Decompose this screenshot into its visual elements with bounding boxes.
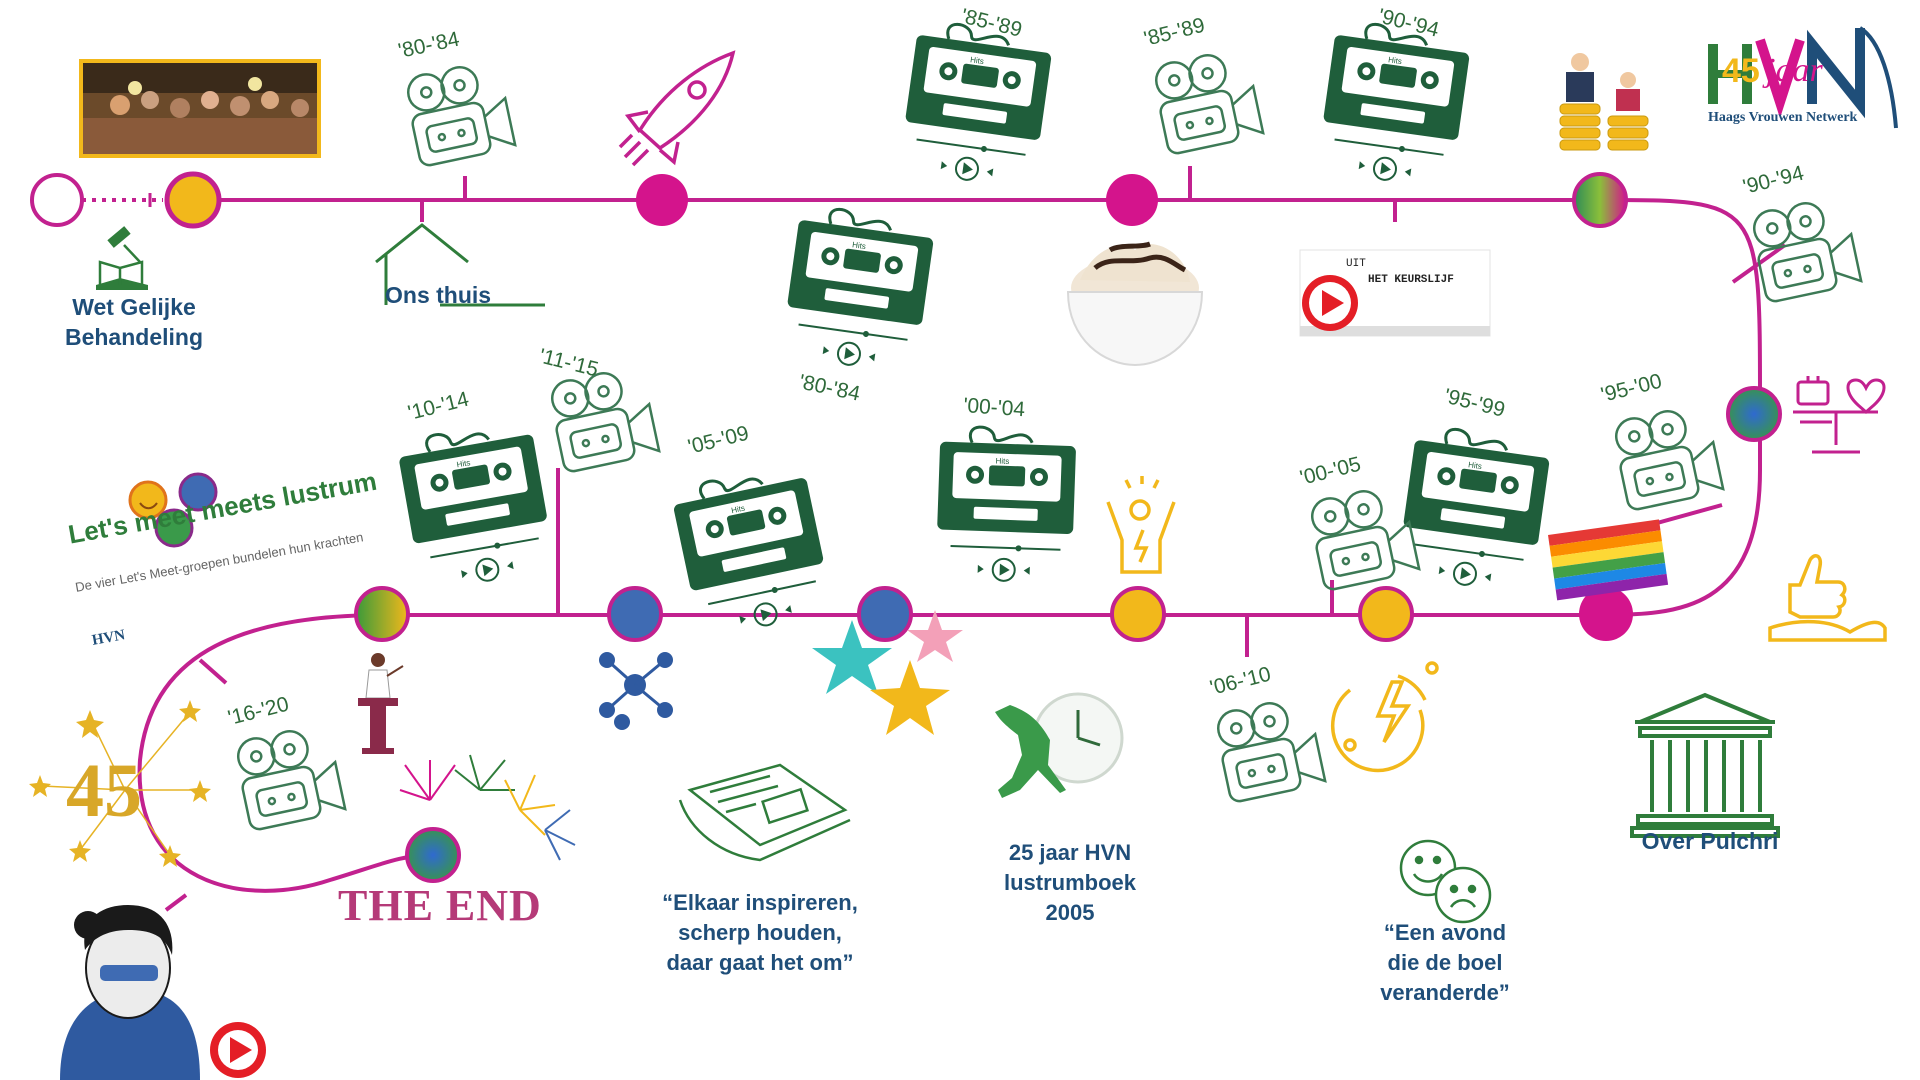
house-icon bbox=[375, 223, 545, 307]
cassette-label: Hits bbox=[852, 240, 867, 251]
cassette-label: Hits bbox=[995, 456, 1009, 465]
node-2016[interactable] bbox=[607, 586, 663, 642]
cassette-00-04[interactable]: Hits bbox=[927, 417, 1093, 592]
cassette-95-99[interactable]: Hits bbox=[1387, 415, 1569, 606]
node-2000[interactable] bbox=[1726, 386, 1782, 442]
group-photo[interactable] bbox=[79, 59, 321, 158]
cassette-80-84[interactable]: Hits bbox=[771, 195, 953, 386]
gold-45-badge bbox=[29, 700, 211, 867]
pay-gap-icon bbox=[1559, 53, 1649, 151]
label-ons-thuis[interactable]: Ons thuis bbox=[385, 282, 492, 308]
node-2015[interactable] bbox=[857, 586, 913, 642]
cassette-10-14[interactable]: Hits bbox=[386, 407, 573, 602]
node-2025[interactable] bbox=[405, 827, 461, 883]
node-2020[interactable] bbox=[354, 586, 410, 642]
label-elkaar-inspireren[interactable]: “Elkaar inspireren, scherp houden, daar … bbox=[662, 890, 858, 975]
rocket-icon bbox=[618, 50, 736, 167]
hvn-logo-org: Haags Vrouwen Netwerk bbox=[1708, 110, 1858, 125]
camera-00-05[interactable] bbox=[1296, 477, 1430, 604]
balance-icon bbox=[1793, 376, 1886, 454]
camera-16-20[interactable] bbox=[222, 717, 356, 844]
pulchri-building-icon bbox=[1630, 692, 1780, 838]
cassette-85-89[interactable]: Hits bbox=[889, 10, 1071, 201]
starfish-icon bbox=[812, 610, 963, 735]
woman-illustration bbox=[60, 905, 200, 1080]
speaker-icon bbox=[358, 653, 404, 754]
node-start bbox=[30, 173, 84, 227]
node-2010[interactable] bbox=[1110, 586, 1166, 642]
network-icon bbox=[599, 652, 673, 730]
era-00-04: '00-'04 bbox=[963, 394, 1027, 421]
play-button-bottom[interactable] bbox=[210, 1022, 266, 1078]
cassette-05-09[interactable]: Hits bbox=[660, 450, 852, 650]
label-een-avond[interactable]: “Een avond die de boel veranderde” bbox=[1380, 920, 1510, 1005]
node-1990[interactable] bbox=[1106, 174, 1158, 226]
clock-runner-icon bbox=[995, 692, 1124, 798]
cassette-label: Hits bbox=[970, 55, 985, 66]
ice-cream-icon bbox=[1066, 241, 1204, 367]
cassette-label: Hits bbox=[1388, 55, 1403, 66]
camera-90-94[interactable] bbox=[1738, 189, 1872, 316]
label-wet-gelijke-behandeling[interactable]: Wet Gelijke Behandeling bbox=[64, 294, 203, 350]
node-1985[interactable] bbox=[636, 174, 688, 226]
the-end-title: THE END bbox=[338, 881, 542, 930]
camera-11-15[interactable] bbox=[536, 359, 670, 486]
newspaper-icon bbox=[678, 763, 851, 862]
video-thumb-line2: HET KEURSLIJF bbox=[1368, 274, 1454, 286]
hvn-logo-number: 45 bbox=[1722, 52, 1760, 90]
timeline-nodes bbox=[30, 171, 1782, 883]
cassette-label: Hits bbox=[730, 504, 745, 516]
power-person-icon bbox=[1106, 476, 1176, 574]
fireworks-icon bbox=[399, 754, 576, 861]
label-lustrumboek[interactable]: 25 jaar HVN lustrumboek 2005 bbox=[1003, 840, 1137, 925]
hvn-logo-word: jaar bbox=[1766, 52, 1823, 89]
camera-95-00[interactable] bbox=[1600, 397, 1734, 524]
camera-06-10[interactable] bbox=[1202, 689, 1336, 816]
cassette-label: Hits bbox=[456, 458, 471, 469]
video-thumb-line1: UIT bbox=[1346, 258, 1366, 270]
hvn-logo bbox=[1708, 26, 1898, 129]
node-1980[interactable] bbox=[164, 171, 222, 229]
thumbs-up-book-icon bbox=[1768, 554, 1887, 642]
gavel-book-icon bbox=[96, 226, 148, 290]
camera-85-89[interactable] bbox=[1140, 41, 1274, 168]
cassette-90-94[interactable]: Hits bbox=[1307, 10, 1489, 201]
lightning-icon bbox=[1331, 661, 1439, 773]
camera-80-84[interactable] bbox=[392, 53, 526, 180]
faces-icon bbox=[1399, 839, 1492, 924]
video-thumbnail[interactable] bbox=[1299, 249, 1491, 337]
node-2006[interactable] bbox=[1358, 586, 1414, 642]
badge-45-number: 45 bbox=[66, 749, 142, 833]
rainbow-brush bbox=[1548, 519, 1669, 601]
node-2005[interactable] bbox=[1579, 587, 1633, 641]
emoji-group bbox=[128, 472, 218, 548]
node-1995[interactable] bbox=[1572, 172, 1628, 228]
label-over-pulchri[interactable]: Over Pulchri bbox=[1641, 828, 1779, 854]
cassette-label: Hits bbox=[1468, 460, 1483, 471]
